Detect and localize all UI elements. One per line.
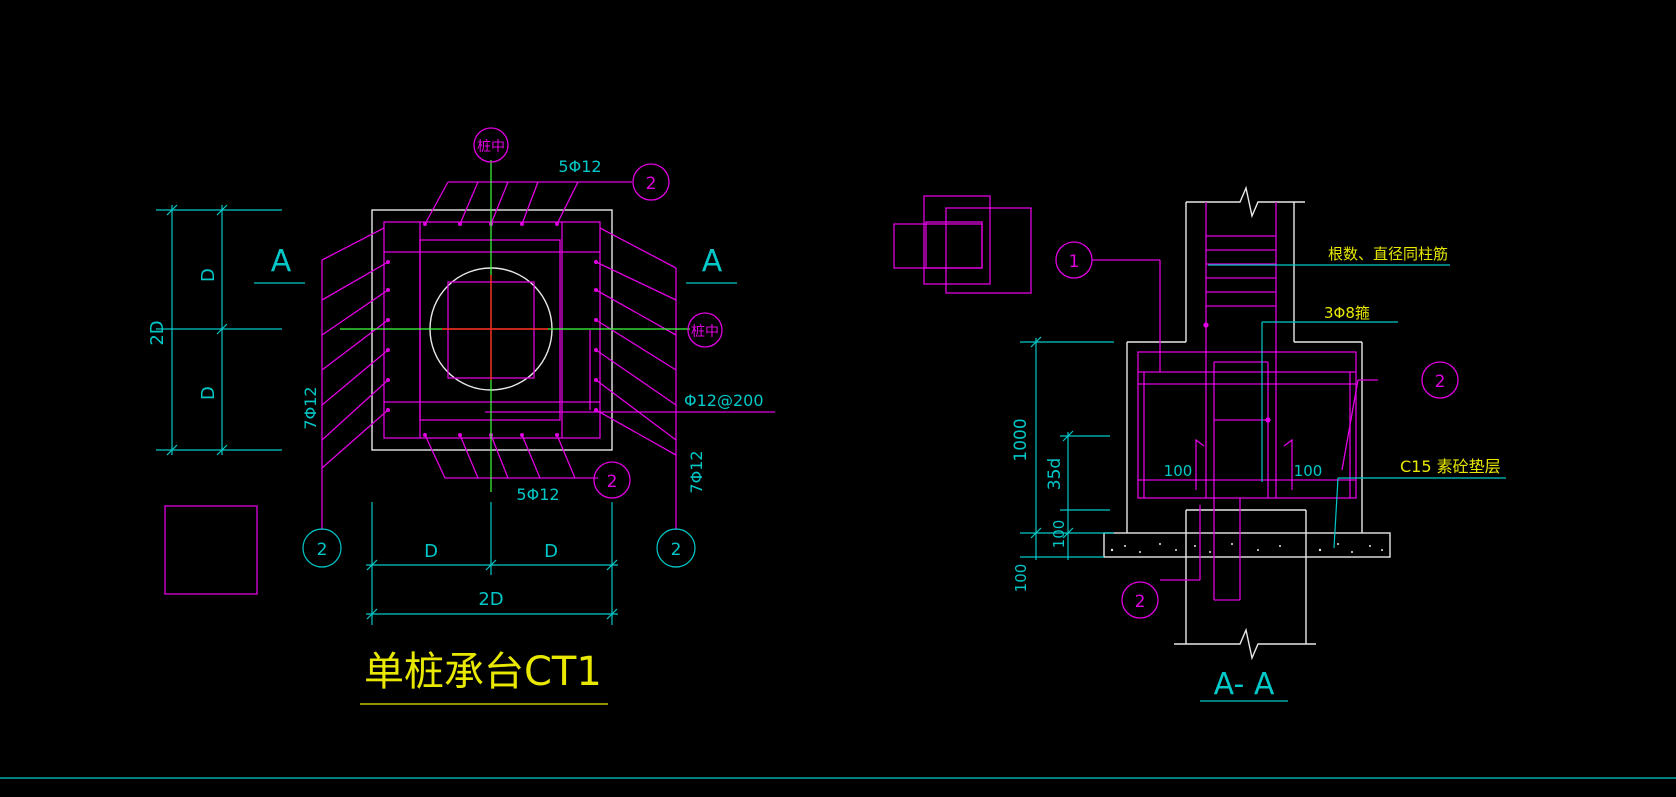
top-bars-label: 5Φ12: [558, 157, 601, 176]
section-bubble-2-right: 2: [1421, 361, 1459, 399]
bottom-bars-label: 5Φ12: [516, 485, 559, 504]
dim-d-right: D: [544, 541, 558, 562]
dim-1000: 1000: [1011, 418, 1031, 461]
dim-100-upper: 100: [1050, 520, 1068, 549]
dim-2d-horizontal: 2D: [478, 589, 503, 610]
section-title: A- A: [1214, 667, 1275, 702]
cover-left: 100: [1164, 462, 1193, 480]
right-bars-label: 7Φ12: [687, 450, 706, 493]
plan-view: 桩中 桩中 2 2 2 2 5Φ12 5Φ12 7Φ12 7Φ12 Φ12@20…: [147, 127, 775, 705]
legend-square: [164, 505, 258, 595]
dim-d-lower: D: [198, 386, 219, 400]
dim-100-lower: 100: [1012, 564, 1030, 593]
rebar-bubble-label: 2: [607, 472, 618, 492]
section-bubble-1: 1: [1055, 241, 1093, 279]
column-symbol: [893, 195, 1032, 294]
section-bubble-2-label: 2: [1135, 592, 1146, 612]
rebar-bubble-bottom: 2: [593, 461, 631, 499]
rebar-bubble-left: 2: [302, 528, 342, 568]
note-column-bars: 根数、直径同柱筋: [1328, 245, 1448, 263]
section-bubble-2-bottom: 2: [1121, 581, 1159, 619]
dim-d-upper: D: [198, 268, 219, 282]
section-mark-right: A: [702, 244, 723, 279]
stirrup-label: Φ12@200: [684, 391, 764, 410]
rebar-bubble-top: 2: [632, 163, 670, 201]
dim-d-left: D: [424, 541, 438, 562]
section-view: 1 2 2 根数、直径同柱筋 3Φ8箍 C15 素砼垫层 100 100 100…: [1011, 185, 1506, 702]
section-bubble-1-label: 1: [1069, 252, 1080, 272]
note-bedding: C15 素砼垫层: [1400, 457, 1501, 476]
pile-center-label: 桩中: [691, 323, 719, 340]
left-bars-label: 7Φ12: [301, 386, 320, 429]
rebar-bubble-right: 2: [656, 528, 696, 568]
rebar-bubble-label: 2: [671, 540, 682, 560]
plan-title: 单桩承台CT1: [364, 649, 602, 695]
pile-center-bubble-right: 桩中: [687, 312, 723, 348]
pile-center-bubble-top: 桩中: [473, 127, 509, 163]
section-mark-left: A: [271, 244, 292, 279]
section-bubble-2-label: 2: [1435, 372, 1446, 392]
rebar-bubble-label: 2: [317, 540, 328, 560]
dim-2d-vertical: 2D: [147, 320, 168, 345]
rebar-bubble-label: 2: [646, 174, 657, 194]
dim-35d: 35d: [1045, 458, 1065, 490]
cover-right: 100: [1294, 462, 1323, 480]
note-stirrups: 3Φ8箍: [1324, 304, 1370, 322]
pile-center-label: 桩中: [477, 138, 505, 155]
